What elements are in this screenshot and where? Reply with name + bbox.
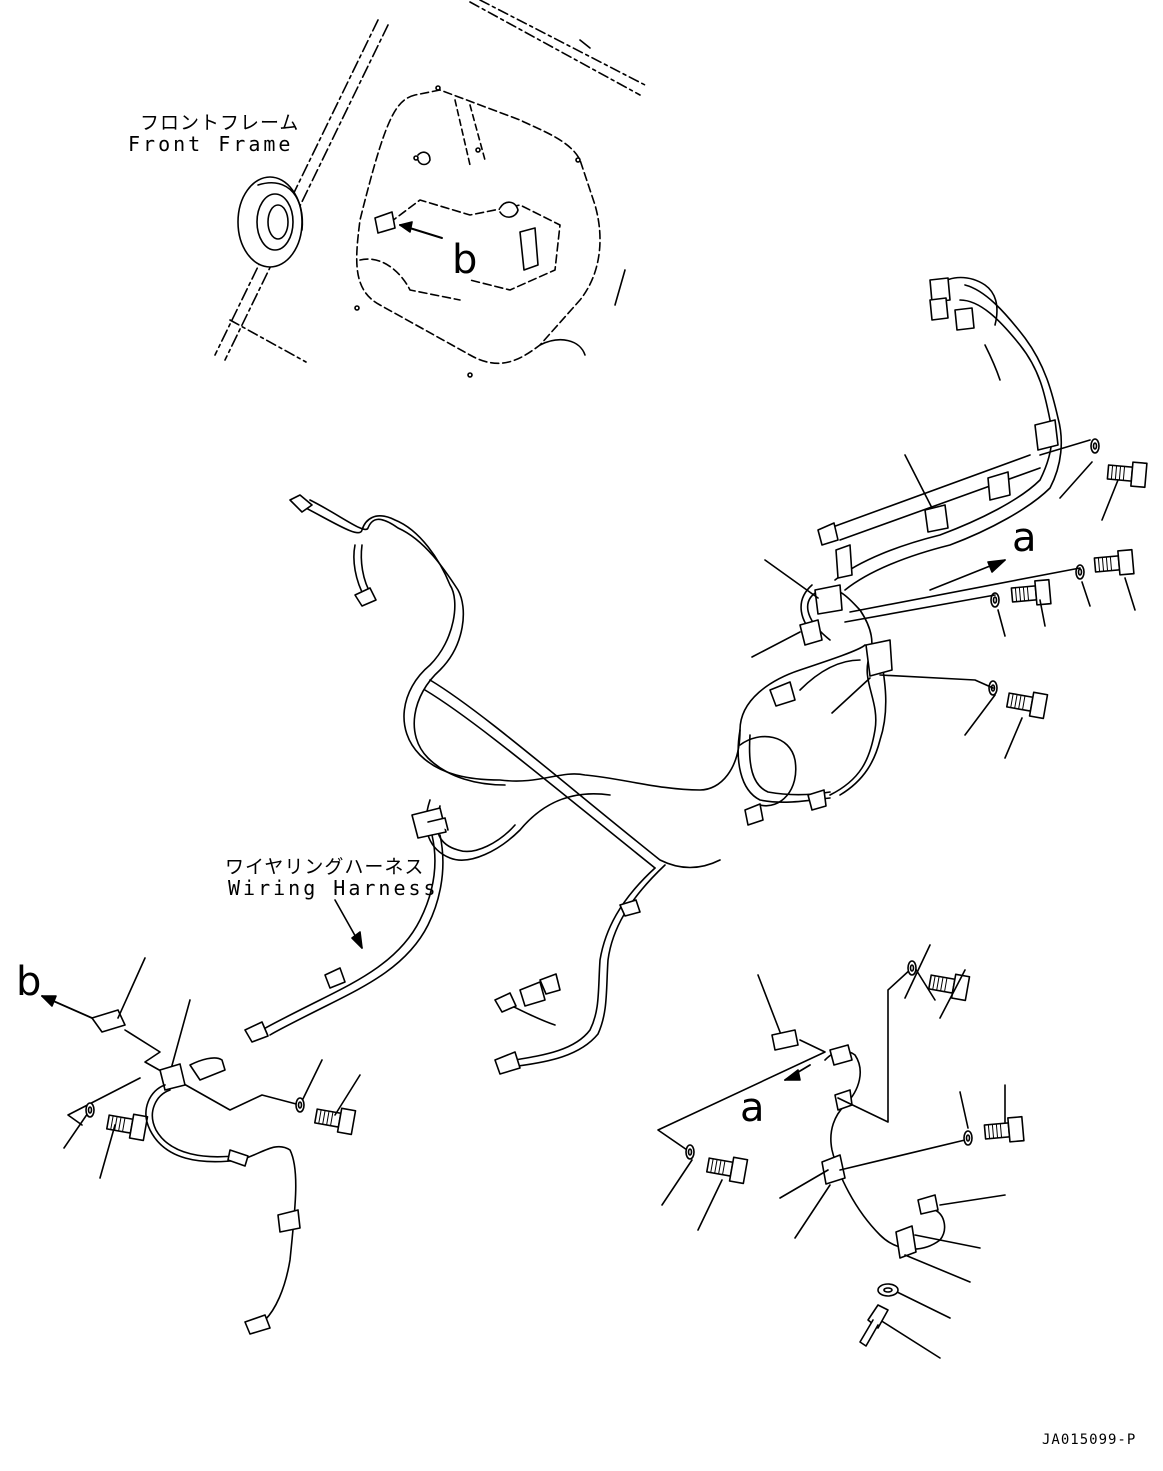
front-frame-label-en: Front Frame (128, 132, 294, 156)
connectors (244, 277, 975, 1075)
reference-a-lower: a (740, 1085, 765, 1131)
lower-left-assembly (41, 957, 361, 1335)
wiring-harness-main (261, 276, 1063, 1067)
drawing-number: JA015099-P (1042, 1432, 1137, 1448)
lower-right-assembly (657, 944, 1025, 1359)
reference-a-main: a (1012, 515, 1037, 561)
wiring-harness-label-jp: ワイヤリングハーネス (225, 856, 425, 878)
harness-clamps (411, 419, 1059, 839)
front-frame-label-jp: フロントフレーム (140, 112, 300, 134)
wiring-harness-leader (334, 899, 363, 949)
wiring-harness-label-en: Wiring Harness (228, 876, 439, 900)
front-frame-detail (214, 0, 646, 378)
fasteners-main (751, 438, 1148, 759)
reference-b-detail: b (452, 237, 478, 283)
reference-b-left: b (16, 959, 42, 1005)
